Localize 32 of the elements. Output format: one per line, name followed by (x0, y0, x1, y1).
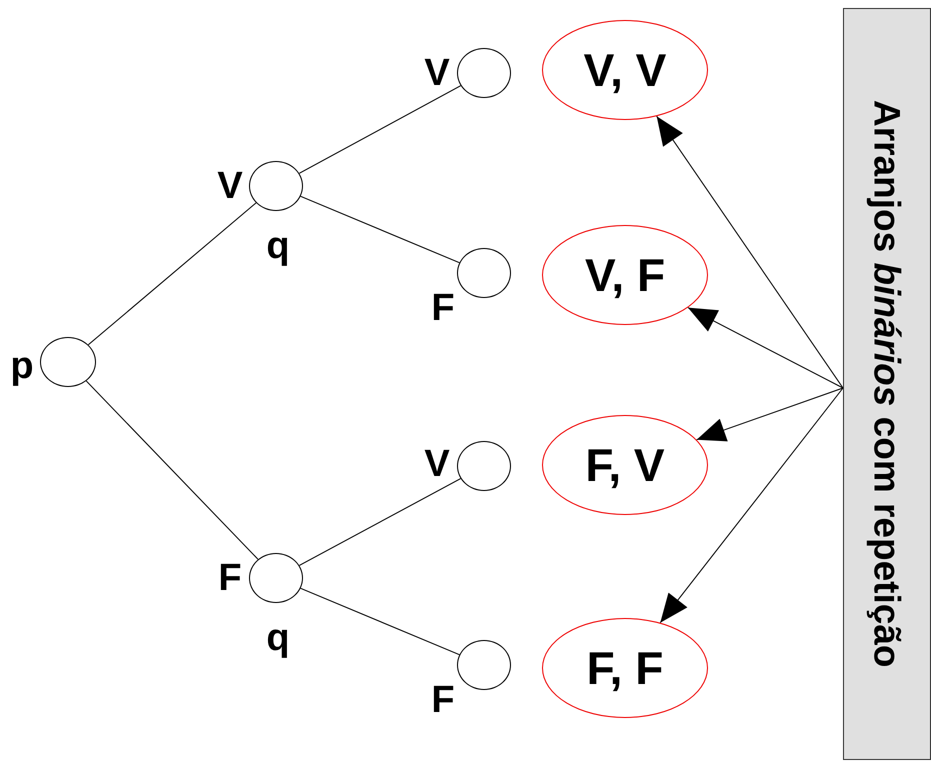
outcome-ellipse: V, F (542, 225, 708, 325)
circle-node (249, 553, 303, 603)
node-label: V (217, 167, 243, 205)
node-label: F (431, 681, 455, 719)
tree-branch-line (298, 478, 462, 566)
outcome-ellipse: V, V (542, 20, 708, 120)
node-label: q (266, 619, 290, 657)
circle-node (457, 48, 511, 98)
circle-node (249, 161, 303, 211)
arrow (687, 307, 844, 388)
tree-branch-line (300, 196, 460, 264)
arrow (660, 388, 844, 624)
node-label: V (424, 445, 450, 483)
title-panel (843, 8, 931, 760)
panel-title: Arranjos binários com repetição (868, 100, 906, 668)
outcome-ellipse: F, V (542, 415, 708, 515)
node-label: p (10, 347, 34, 385)
arrow (656, 116, 844, 388)
node-label: F (218, 559, 242, 597)
node-label: V (424, 54, 450, 92)
tree-branch-line (86, 380, 259, 560)
circle-node (40, 337, 96, 387)
tree-branch-line (298, 85, 462, 174)
tree-branch-line (300, 588, 460, 656)
node-label: F (431, 289, 455, 327)
circle-node (457, 640, 511, 690)
circle-node (457, 441, 511, 491)
circle-node (457, 248, 511, 298)
node-label: q (266, 227, 290, 265)
arrow (696, 388, 844, 442)
outcome-ellipse: F, F (542, 618, 708, 718)
tree-branch-line (88, 202, 257, 346)
